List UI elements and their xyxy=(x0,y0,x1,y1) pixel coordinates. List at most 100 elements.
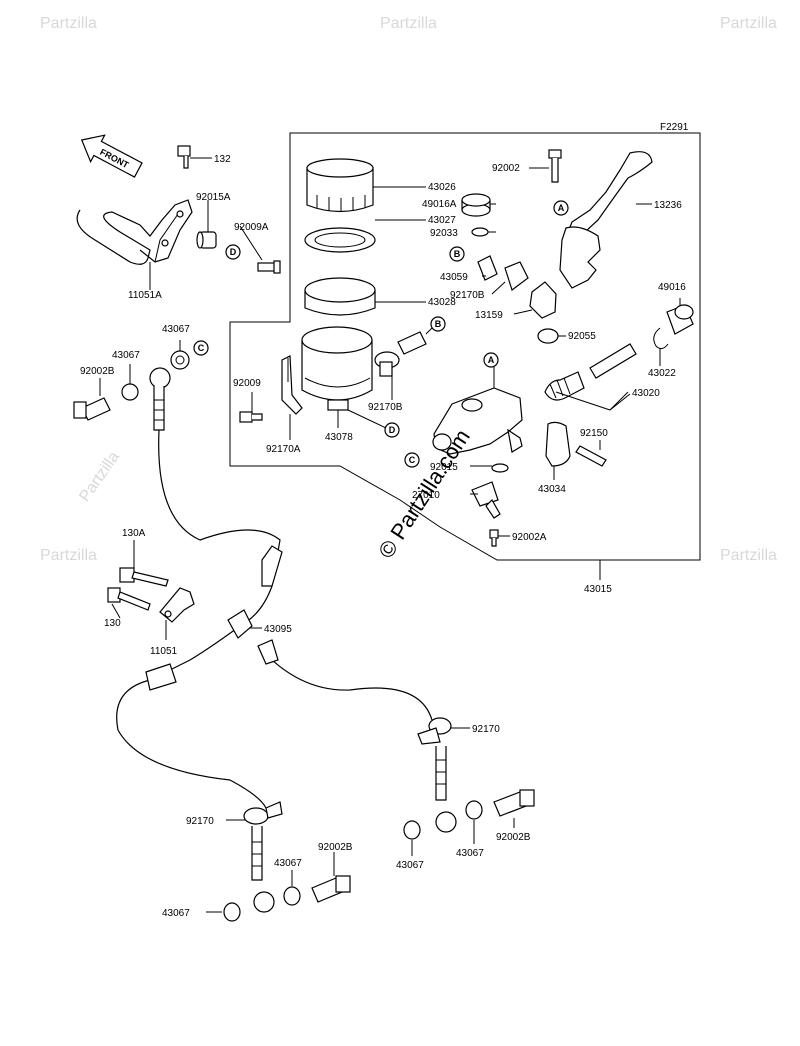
label-43067-f: 43067 xyxy=(162,908,190,919)
label-49016a: 49016A xyxy=(422,199,457,210)
leaders-left-top xyxy=(149,157,263,290)
label-92002b-left: 92002B xyxy=(318,842,353,853)
washer-92015-icon xyxy=(491,463,509,473)
label-11051: 11051 xyxy=(150,646,178,657)
washer-43067-left-a-icon xyxy=(283,886,301,906)
svg-text:A: A xyxy=(558,203,565,213)
hose-joint-13159-icon xyxy=(529,281,557,319)
bolt-130-icon xyxy=(107,587,151,611)
label-11051a: 11051A xyxy=(128,290,162,301)
washer-43067-right-a-icon xyxy=(403,820,421,840)
label-92009a: 92009A xyxy=(234,222,269,233)
label-13236: 13236 xyxy=(654,200,682,211)
label-92002b-upper: 92002B xyxy=(80,366,115,377)
clamp-11051-icon xyxy=(159,587,195,623)
label-132: 132 xyxy=(214,154,231,165)
faint-watermark: Partzilla xyxy=(76,449,123,505)
label-43067-e: 43067 xyxy=(274,858,302,869)
label-92055: 92055 xyxy=(568,331,596,342)
faint-watermark: Partzilla xyxy=(40,547,97,564)
collar-92015a-icon xyxy=(196,231,217,249)
bracket-11051a-icon xyxy=(76,199,193,265)
washer-43067-mid-icon xyxy=(121,383,139,401)
label-43067-c: 43067 xyxy=(396,860,424,871)
reservoir-43078-icon xyxy=(301,326,373,411)
svg-text:D: D xyxy=(389,425,396,435)
banjo-fitting-upper-icon xyxy=(149,367,171,431)
label-43067-d: 43067 xyxy=(456,848,484,859)
label-92002a: 92002A xyxy=(512,532,547,543)
label-43078: 43078 xyxy=(325,432,353,443)
svg-text:A: A xyxy=(488,355,495,365)
banjo-bolt-92002b-right-icon xyxy=(493,789,535,817)
faint-watermark: Partzilla xyxy=(40,15,97,32)
bolt-132-icon xyxy=(177,145,191,169)
callout-d-upper: D xyxy=(225,244,241,260)
label-92170a: 92170A xyxy=(266,444,301,455)
label-130: 130 xyxy=(104,618,121,629)
bolt-92150-icon xyxy=(575,445,607,467)
callout-a-upper: A xyxy=(553,200,569,216)
label-92150: 92150 xyxy=(580,428,608,439)
callout-a-lower: A xyxy=(483,352,499,368)
label-92033: 92033 xyxy=(430,228,458,239)
faint-watermark: Partzilla xyxy=(720,15,777,32)
label-92170-left: 92170 xyxy=(186,816,214,827)
label-43028: 43028 xyxy=(428,297,456,308)
part-labels: 132 92015A 92009A 11051A 43026 49016A 92… xyxy=(80,154,686,919)
svg-text:B: B xyxy=(435,319,442,329)
label-43067-a: 43067 xyxy=(162,324,190,335)
brake-hose-branch-right xyxy=(259,647,433,721)
assembly-frame xyxy=(229,132,701,561)
brake-hose-branch-left xyxy=(116,679,267,809)
label-49016: 49016 xyxy=(658,282,686,293)
label-92170b-lower: 92170B xyxy=(368,402,403,413)
faint-watermark: Partzilla xyxy=(720,547,777,564)
leaders-right xyxy=(470,167,681,580)
svg-text:D: D xyxy=(230,247,237,257)
label-92009: 92009 xyxy=(233,378,261,389)
circlip-43022-icon xyxy=(653,327,669,350)
cap-49016a-icon xyxy=(461,193,491,217)
bolt-130a-icon xyxy=(119,567,169,587)
callout-c-upper: C xyxy=(193,340,209,356)
label-43015: 43015 xyxy=(584,584,612,595)
master-cylinder-body-icon xyxy=(432,387,523,455)
snap-ring-92033-icon xyxy=(471,227,489,237)
hose-joint-43095-icon xyxy=(145,545,283,691)
cover-43059-icon xyxy=(477,255,498,281)
washer-43067-upper-icon xyxy=(170,350,190,370)
switch-27010-icon xyxy=(471,481,501,519)
label-130a: 130A xyxy=(122,528,146,539)
hose-fitting-43095-b-icon xyxy=(397,331,427,355)
holder-43034-icon xyxy=(545,421,571,467)
label-43034: 43034 xyxy=(538,484,566,495)
faint-watermark: Partzilla xyxy=(380,15,437,32)
label-92015: 92015 xyxy=(430,462,458,473)
callout-d-lower: D xyxy=(384,422,400,438)
figure-code: F2291 xyxy=(660,122,689,133)
callout-b-upper: B xyxy=(449,246,465,262)
cover-49016-icon xyxy=(666,304,694,335)
label-92015a: 92015A xyxy=(196,192,231,203)
label-43026: 43026 xyxy=(428,182,456,193)
svg-text:B: B xyxy=(454,249,461,259)
label-43020: 43020 xyxy=(632,388,660,399)
leaders-lower xyxy=(206,727,515,913)
front-arrow-icon: FRONT xyxy=(80,134,143,178)
leaders-left-hose xyxy=(99,340,262,640)
label-92170-right: 92170 xyxy=(472,724,500,735)
lever-13236-icon xyxy=(559,151,653,289)
banjo-fitting-92170-right-icon xyxy=(417,717,457,833)
callout-b-lower: B xyxy=(430,316,446,332)
reservoir-cap-43026-icon xyxy=(306,158,374,213)
label-92170b-upper: 92170B xyxy=(450,290,485,301)
banjo-bolt-92002b-left-icon xyxy=(311,875,351,903)
screw-92002-icon xyxy=(548,149,562,183)
banjo-bolt-92002b-upper-icon xyxy=(73,397,111,421)
label-43059: 43059 xyxy=(440,272,468,283)
label-43027: 43027 xyxy=(428,215,456,226)
svg-text:C: C xyxy=(409,455,416,465)
label-92002b-right: 92002B xyxy=(496,832,531,843)
o-ring-92055-icon xyxy=(537,328,559,344)
